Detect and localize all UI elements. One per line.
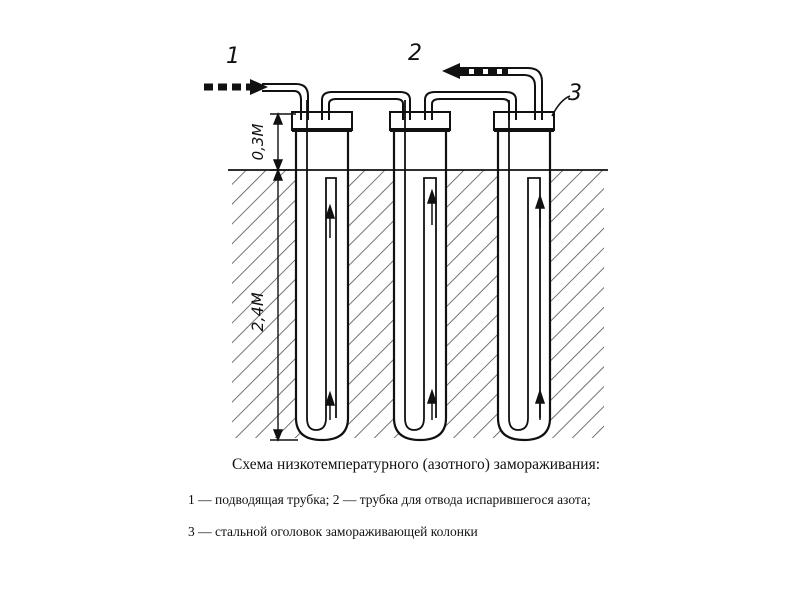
caption-legend-line-2: 3 — стальной оголовок замораживающей кол…	[188, 524, 478, 539]
caption-title: Схема низкотемпературного (азотного) зам…	[232, 456, 601, 473]
connecting-tubes	[321, 91, 517, 120]
inner-u-tubes	[306, 100, 541, 431]
outlet-flow-arrow	[442, 63, 508, 79]
inlet-flow-arrow	[204, 79, 268, 95]
outlet-tube	[456, 67, 543, 120]
callout-3: 3	[568, 81, 582, 106]
freezing-column-2	[392, 112, 448, 442]
upward-flow-arrows	[324, 188, 546, 420]
freezing-column-1	[294, 112, 350, 442]
dimension-lines	[270, 112, 298, 442]
cap-leader-line	[551, 95, 571, 117]
supply-tube	[262, 83, 309, 120]
callout-2: 2	[408, 41, 422, 66]
steel-cap-heads	[291, 111, 555, 132]
dimension-label-below-ground: 2,4М	[248, 292, 267, 331]
freezing-column-3	[496, 112, 552, 442]
dimension-label-above-ground: 0,3М	[249, 124, 267, 161]
caption-legend-line-1: 1 — подводящая трубка; 2 — трубка для от…	[188, 492, 591, 507]
callout-1: 1	[226, 44, 240, 69]
